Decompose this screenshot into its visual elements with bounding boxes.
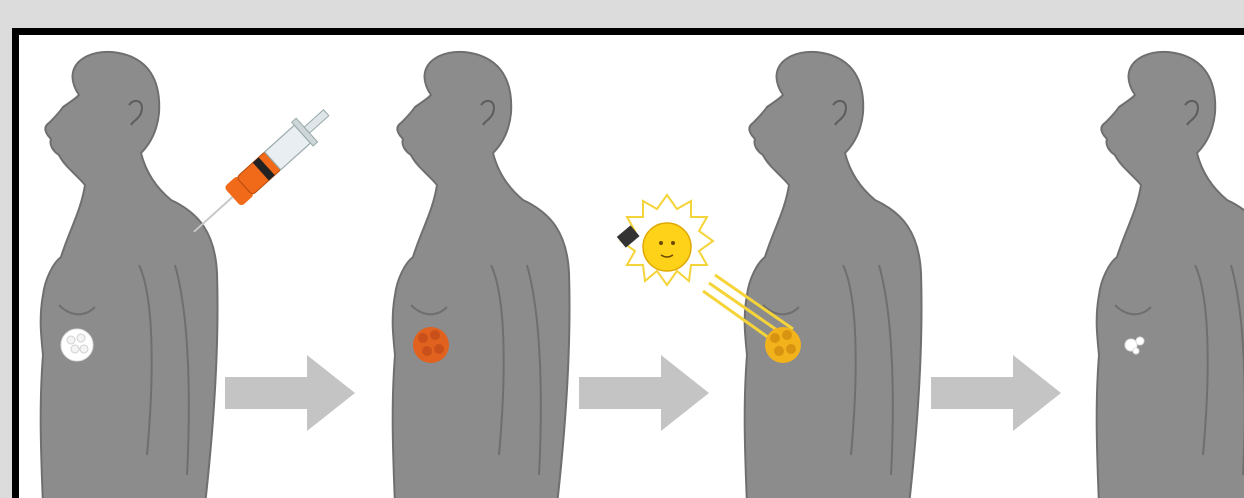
panel-4 (1097, 52, 1244, 498)
body-figure (745, 52, 922, 498)
panel-3 (617, 52, 922, 498)
light-bulb-icon (617, 195, 713, 285)
tumor (61, 329, 93, 361)
body-figure (393, 52, 570, 498)
arrow-2 (579, 355, 709, 431)
pdt-diagram (19, 35, 1244, 498)
body-figure (41, 52, 218, 498)
arrow-3 (931, 355, 1061, 431)
syringe-icon (183, 101, 337, 244)
panel-2 (393, 52, 570, 498)
tumor (413, 327, 449, 363)
tumor (765, 327, 801, 363)
panel-1 (41, 52, 337, 498)
diagram-frame (12, 28, 1244, 498)
arrow-1 (225, 355, 355, 431)
body-figure (1097, 52, 1244, 498)
